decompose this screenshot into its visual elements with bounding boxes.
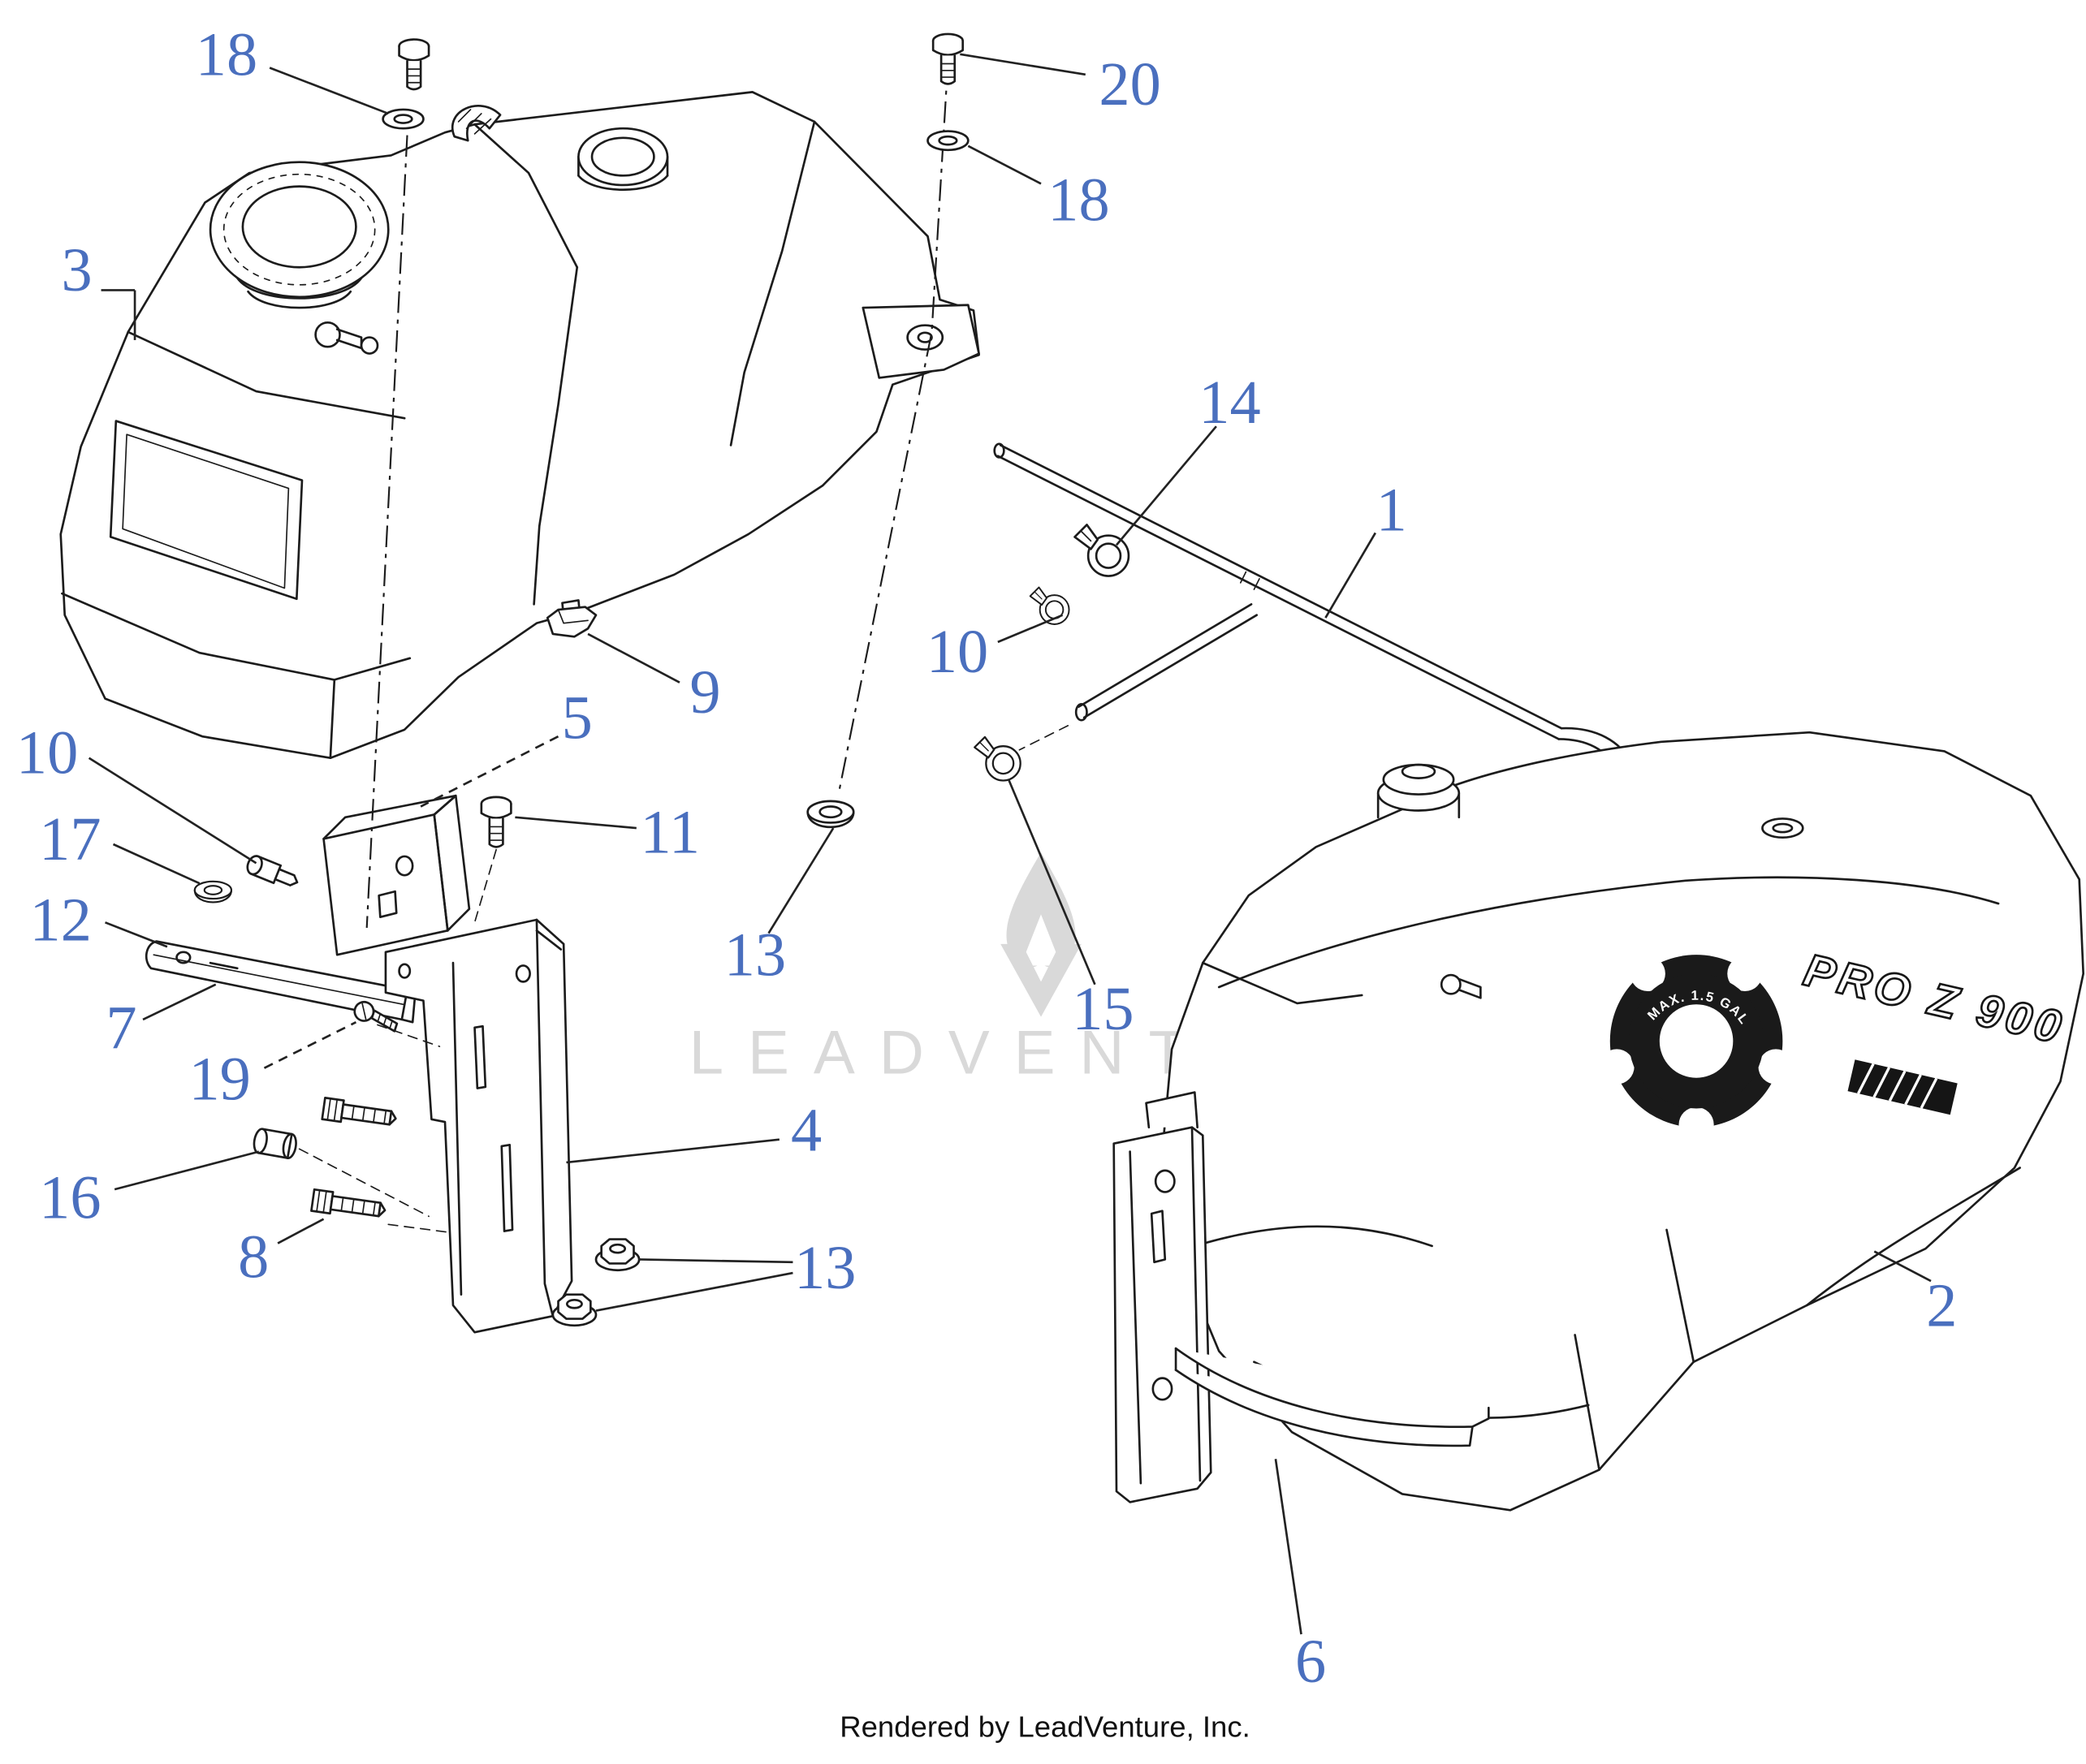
callout-label-13-20: 13 (794, 1233, 856, 1302)
callout-leader-13 (767, 827, 835, 934)
callout-label-7-14: 7 (106, 993, 136, 1062)
callout-leader-10 (88, 757, 257, 865)
callout-leader-1 (1324, 532, 1376, 619)
callout-label-13-13: 13 (724, 921, 786, 990)
filler-neck (577, 127, 669, 192)
washer-18-right (926, 130, 970, 152)
shoulder-screw-18-top (398, 38, 430, 91)
upper-bracket (322, 794, 471, 956)
callout-leader-19 (263, 1021, 357, 1069)
tank-handle (451, 105, 502, 142)
callout-label-14-4: 14 (1198, 368, 1260, 437)
flange-nut-13-a (594, 1238, 641, 1272)
flange-nut-13-b (551, 1293, 598, 1327)
callout-leader-8 (277, 1218, 325, 1244)
callout-leader-10 (997, 614, 1064, 644)
callout-leader-12 (105, 921, 168, 948)
callout-label-1-5: 1 (1376, 476, 1407, 545)
callout-leader-11 (515, 816, 637, 830)
mounting-bracket-assembly (145, 794, 573, 1334)
hose-clamp-15 (974, 735, 1021, 782)
filler-cap-right-tank (1376, 763, 1461, 819)
callout-label-3-1: 3 (62, 235, 93, 304)
vent-grommet (1761, 817, 1804, 839)
washer-18-left (382, 108, 425, 130)
grommet-13-upper (806, 800, 855, 829)
callout-label-15-15: 15 (1072, 974, 1134, 1043)
right-fuel-tank-drawing: MAX. 1.5 GAL PRO Z 900 (1112, 731, 2085, 1512)
drain-valve (546, 599, 598, 638)
fuel-cap-right: MAX. 1.5 GAL (1599, 955, 1794, 1143)
callout-label-8-19: 8 (238, 1223, 269, 1292)
fuel-pickup-fitting (1440, 973, 1482, 999)
grommet-17 (193, 880, 233, 904)
left-fuel-tank-drawing (59, 91, 980, 760)
callout-label-19-16: 19 (188, 1044, 250, 1113)
callout-leader-9 (587, 632, 680, 684)
callout-label-4-17: 4 (791, 1096, 822, 1165)
render-credit: Rendered by LeadVenture, Inc. (840, 1710, 1250, 1743)
callout-label-2-21: 2 (1926, 1270, 1957, 1339)
hose-clamp-10-right (1029, 586, 1070, 625)
callout-label-9-7: 9 (689, 658, 720, 727)
callout-leader-18 (967, 144, 1042, 185)
fuel-line-drawing (993, 442, 1633, 771)
callout-leader-13 (639, 1258, 793, 1264)
vent-fitting (314, 321, 379, 355)
callout-leader-17 (112, 843, 201, 885)
callout-label-18-0: 18 (196, 19, 257, 88)
hose-clamp-14 (1073, 524, 1130, 577)
bolt-8 (310, 1188, 388, 1223)
cub-cadet-logo (1847, 1059, 1958, 1115)
callout-leader-4 (566, 1138, 780, 1164)
fuel-cap-left (209, 161, 390, 309)
callout-label-12-12: 12 (30, 885, 92, 954)
right-tank-bracket (1112, 1091, 1212, 1503)
callout-label-10-6: 10 (926, 617, 988, 686)
callout-leader-16 (114, 1150, 260, 1191)
callout-label-20-2: 20 (1099, 50, 1160, 119)
bolt-upper (321, 1097, 399, 1131)
callout-label-10-9: 10 (16, 718, 78, 787)
tank-strap (1174, 1347, 1490, 1447)
callout-leader-18 (269, 67, 389, 115)
callout-leader-7 (142, 983, 217, 1021)
callout-leader-6 (1274, 1459, 1302, 1635)
callout-label-11-11: 11 (641, 798, 701, 867)
spacer-16 (253, 1128, 297, 1159)
shoulder-screw-20 (931, 32, 965, 85)
callout-label-18-3: 18 (1047, 166, 1109, 235)
callout-leader-15 (1007, 778, 1096, 986)
callout-label-5-8: 5 (562, 683, 593, 752)
screw-19 (353, 1000, 399, 1033)
callout-label-6-22: 6 (1295, 1627, 1326, 1696)
callout-leader-14 (1115, 425, 1217, 546)
lower-bracket (384, 918, 573, 1334)
hardware-drawing (193, 32, 970, 1327)
callout-label-16-18: 16 (39, 1163, 101, 1232)
fuel-elbow-fitting-10 (246, 855, 299, 886)
callout-leader-20 (960, 53, 1086, 76)
watermark-flame-icon (1006, 852, 1076, 968)
callout-label-17-10: 17 (39, 804, 101, 873)
callout-layer: 18 3 20 18 14 1 10 9 5 10 17 11 12 13 7 15 19 4 16 8 13 2 6 (16, 19, 1957, 1695)
screw-11 (480, 796, 512, 848)
callout-leader-2 (1873, 1250, 1932, 1283)
callout-leader-13 (595, 1271, 793, 1312)
callout-leader-5 (420, 735, 559, 808)
